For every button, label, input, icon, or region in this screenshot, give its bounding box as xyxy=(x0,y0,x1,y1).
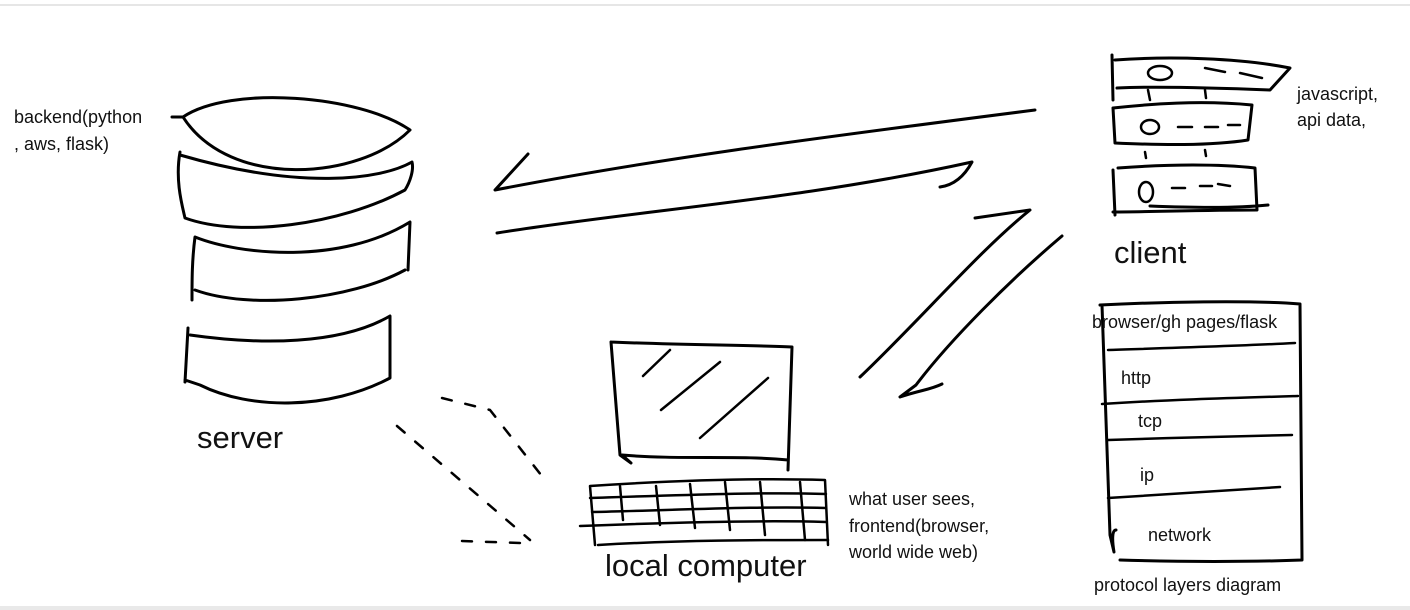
frontend-note-line2: frontend(browser, xyxy=(849,516,990,536)
top-border xyxy=(0,4,1410,6)
client-label: client xyxy=(1114,235,1187,270)
protocol-layer-http: http xyxy=(1121,368,1152,388)
protocol-layer-ip: ip xyxy=(1140,465,1155,485)
client-note-line2: api data, xyxy=(1297,110,1367,130)
server-computer-dashed-link xyxy=(395,396,547,545)
computer-client-arrow xyxy=(858,208,1064,399)
protocol-layers-caption: protocol layers diagram xyxy=(1094,575,1282,595)
monitor-icon xyxy=(609,340,794,472)
frontend-note-line1: what user sees, xyxy=(849,489,976,509)
client-note-line1: javascript, xyxy=(1297,84,1379,104)
protocol-layer-application: browser/gh pages/flask xyxy=(1092,312,1278,332)
backend-label-line1: backend(python xyxy=(14,107,143,127)
server-label: server xyxy=(197,420,284,455)
protocol-layer-network: network xyxy=(1148,525,1212,545)
client-window-stack-icon xyxy=(1110,53,1292,217)
protocol-layer-tcp: tcp xyxy=(1138,411,1163,431)
bottom-border xyxy=(0,606,1410,610)
local-computer-label: local computer xyxy=(605,548,807,583)
server-database-icon xyxy=(170,96,414,405)
keyboard-icon xyxy=(578,478,830,547)
server-client-arrow xyxy=(493,108,1037,235)
frontend-note-line3: world wide web) xyxy=(849,542,979,562)
protocol-layers-box xyxy=(1098,300,1304,563)
backend-label-line2: , aws, flask) xyxy=(14,134,110,154)
